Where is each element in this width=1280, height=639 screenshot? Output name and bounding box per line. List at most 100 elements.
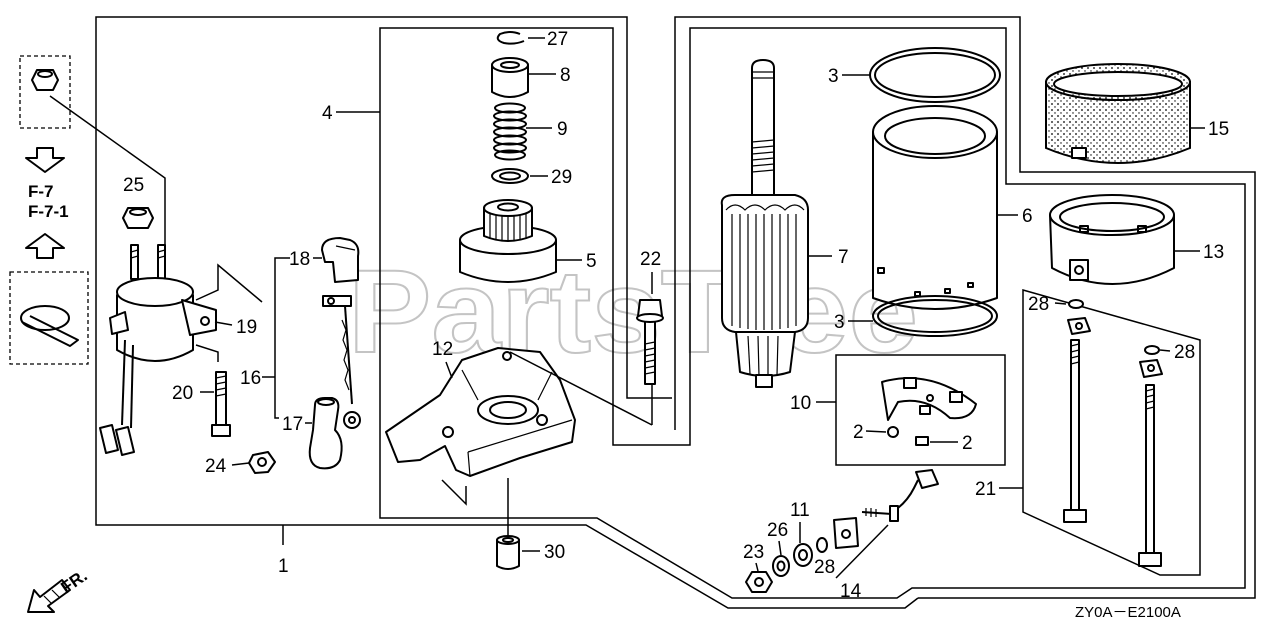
callout-2a: 2	[853, 422, 864, 443]
assembly-outlines	[95, 16, 1256, 609]
leader-line	[195, 344, 219, 362]
callout-11: 11	[790, 500, 810, 521]
callout-27: 27	[547, 29, 568, 50]
outline-assembly-outer-right	[674, 16, 1256, 599]
callout-4: 4	[322, 103, 333, 124]
part-14-terminal-set	[833, 469, 939, 549]
callout-21: 21	[975, 479, 996, 500]
callout-15: 15	[1208, 119, 1229, 140]
clamp-reference-box	[9, 271, 89, 365]
part-11-washer	[793, 543, 813, 567]
leader-line	[778, 540, 782, 556]
leader-line	[214, 321, 233, 326]
leader-line	[755, 562, 759, 572]
part-6-yoke	[872, 105, 998, 310]
part-3-o-ring-top	[869, 47, 1001, 103]
part-8-stop-collar	[491, 57, 529, 98]
part-7-armature	[720, 59, 809, 388]
part-21-through-bolts	[1063, 339, 1162, 567]
part-20-bolt	[211, 371, 231, 437]
brush-holder-box	[835, 354, 1006, 466]
callout-6: 6	[1022, 206, 1033, 227]
callout-14: 14	[840, 581, 862, 602]
callout-18: 18	[289, 249, 310, 270]
leader-line	[441, 479, 467, 506]
watermark: PartsTree TM	[347, 245, 944, 379]
callout-26: 26	[767, 520, 788, 541]
part-2-brush-clips	[887, 426, 929, 446]
through-bolt-bracket	[1022, 289, 1201, 576]
bracket-16	[274, 257, 290, 419]
callout-3-top: 3	[828, 66, 839, 87]
part-30-bushing	[496, 535, 520, 570]
part-solenoid	[99, 244, 217, 456]
part-18-terminal-cap	[321, 237, 360, 283]
leader-line	[49, 95, 166, 262]
leader-line	[1054, 302, 1067, 305]
part-26-washer	[772, 555, 790, 577]
part-10-brush-holder	[881, 377, 977, 421]
callout-28c: 28	[814, 557, 835, 578]
part-16-cable	[322, 295, 361, 429]
reference-f7: F-7	[28, 182, 54, 201]
part-9-spring	[493, 102, 527, 161]
nut-top	[37, 70, 53, 78]
callout-13: 13	[1203, 242, 1224, 263]
part-22-bolt	[636, 299, 664, 385]
part-17-boot	[308, 397, 343, 470]
outline-assembly-1	[95, 16, 919, 609]
leader-line	[195, 263, 263, 303]
reference-f7-1: F-7-1	[28, 202, 69, 221]
part-25-nut	[122, 207, 154, 229]
callout-25: 25	[123, 175, 144, 196]
clamp-icon	[20, 305, 70, 331]
callout-3-bottom: 3	[834, 312, 845, 333]
part-13-rear-cover	[1049, 194, 1175, 285]
part-28-washer-c	[816, 537, 828, 553]
part-5-pinion-gear	[459, 199, 557, 283]
leader-line	[231, 462, 250, 466]
leader-line	[835, 524, 889, 579]
callout-8: 8	[560, 65, 571, 86]
dashed-box	[9, 271, 89, 365]
callout-5: 5	[586, 251, 597, 272]
callout-2b: 2	[962, 433, 973, 454]
arrow-down-icon	[25, 147, 65, 173]
callout-28a: 28	[1028, 294, 1049, 315]
nut-icon	[31, 69, 59, 91]
callout-28b: 28	[1174, 342, 1195, 363]
callout-29: 29	[551, 167, 572, 188]
part-24-nut	[248, 451, 276, 474]
part-27-snap-ring	[496, 31, 525, 45]
callout-20: 20	[172, 383, 193, 404]
part-12-front-bracket	[385, 347, 576, 477]
part-29-washer	[491, 168, 529, 184]
callout-23: 23	[743, 542, 764, 563]
callout-7: 7	[838, 247, 849, 268]
part-3-o-ring-bottom	[872, 295, 998, 337]
leader-line	[509, 351, 653, 426]
arrow-up-icon	[25, 233, 65, 259]
leader-line	[865, 430, 887, 433]
leader-line	[445, 361, 453, 379]
dashed-box	[19, 55, 71, 129]
callout-24: 24	[205, 456, 227, 477]
leader-line	[1159, 349, 1171, 352]
part-23-nut	[745, 571, 773, 593]
part-15-band	[1045, 63, 1191, 164]
callout-30: 30	[544, 542, 565, 563]
callout-9: 9	[557, 119, 568, 140]
callout-19: 19	[236, 317, 257, 338]
callout-10: 10	[790, 393, 811, 414]
front-direction-marker: FR.	[27, 566, 91, 613]
watermark-text: PartsTree	[348, 246, 918, 378]
part-28-washer-b	[1139, 345, 1163, 378]
front-arrow-icon	[27, 579, 71, 613]
callout-12: 12	[432, 339, 453, 360]
callout-16: 16	[240, 368, 261, 389]
clamp-strap	[21, 315, 79, 347]
part-28-washer-a	[1067, 299, 1091, 335]
nut-reference-box	[19, 55, 166, 262]
drawing-code: ZY0A－E2100A	[1075, 604, 1181, 621]
